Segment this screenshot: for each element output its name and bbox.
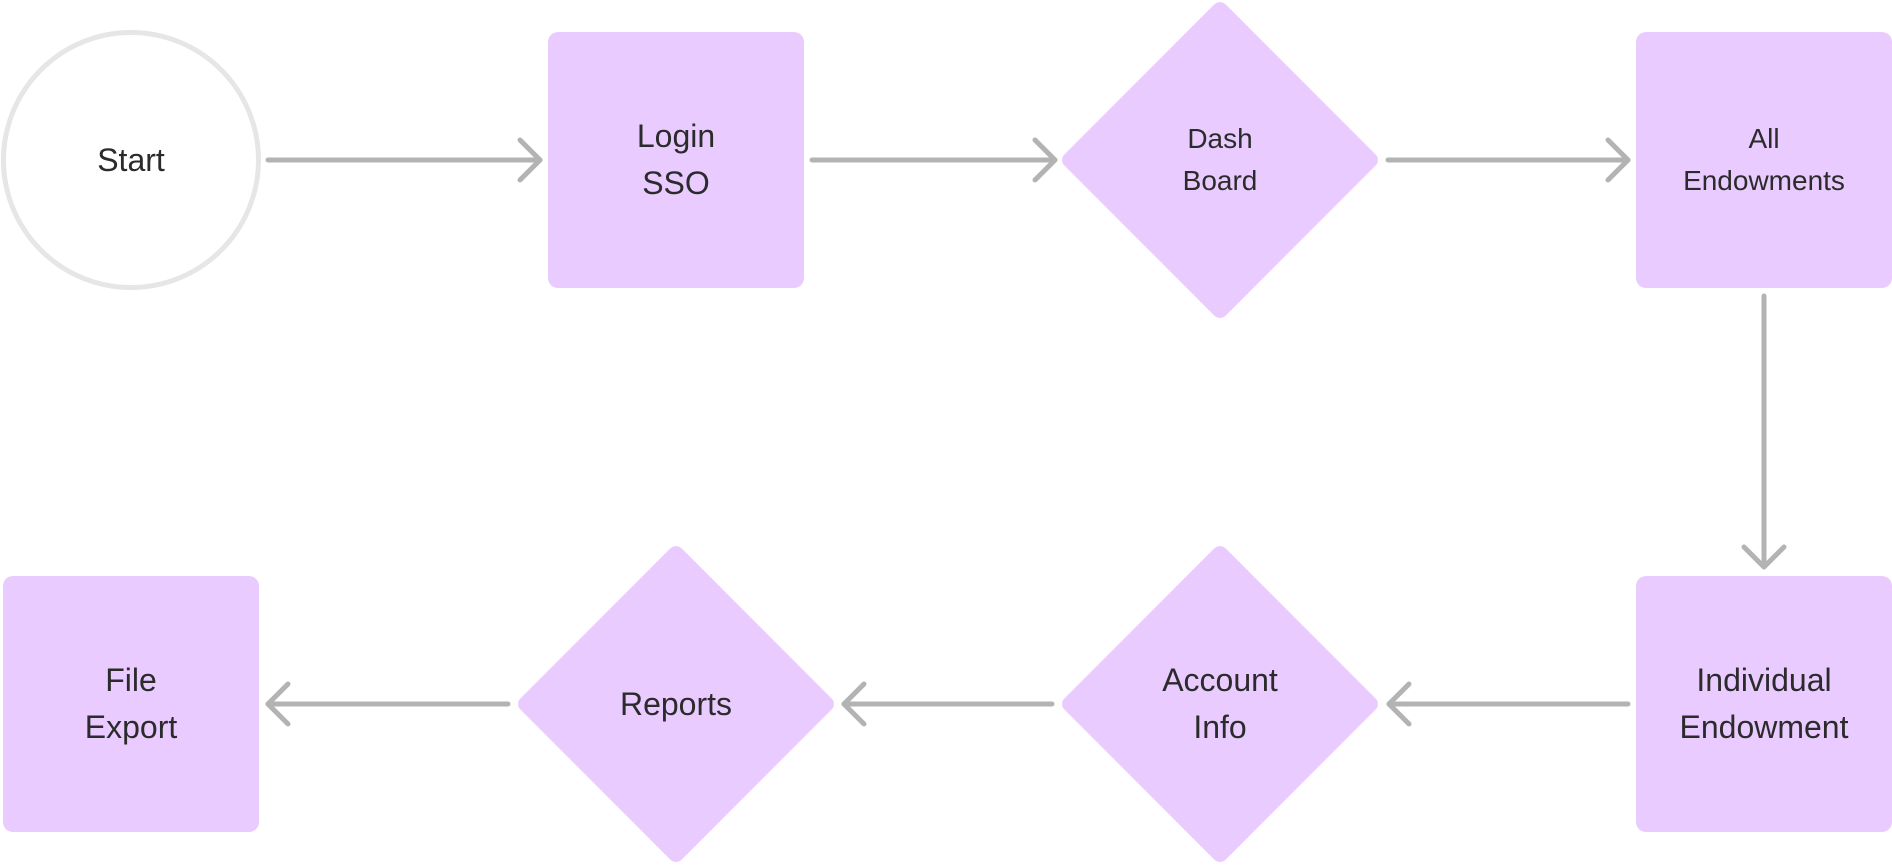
node-start-shape bbox=[1, 30, 261, 290]
arrowhead bbox=[265, 681, 291, 727]
node-label-line: Start bbox=[97, 142, 165, 178]
node-individual-endowment-shape bbox=[1636, 576, 1892, 832]
node-all-endowments-shape bbox=[1636, 32, 1892, 288]
node-label-line: Individual bbox=[1696, 662, 1832, 698]
edge-dash-board-to-all-endowments bbox=[1385, 137, 1631, 183]
edge-reports-to-file-export bbox=[265, 681, 511, 727]
edge-individual-endowment-to-account-info bbox=[1386, 681, 1631, 727]
arrowhead bbox=[1386, 681, 1412, 727]
node-label-line: Export bbox=[84, 709, 178, 745]
arrowhead bbox=[517, 137, 543, 183]
node-label-line: SSO bbox=[642, 165, 710, 201]
arrowhead bbox=[1741, 544, 1787, 570]
node-label-line: Endowments bbox=[1683, 165, 1845, 196]
node-login-sso-shape bbox=[548, 32, 804, 288]
node-file-export-shape bbox=[3, 576, 259, 832]
node-label-line: Dash bbox=[1187, 123, 1253, 154]
node-start-label: Start bbox=[1, 60, 261, 260]
node-reports-label: Reports bbox=[546, 604, 806, 804]
edge-login-sso-to-dash-board bbox=[809, 137, 1058, 183]
node-label-line: Account bbox=[1162, 662, 1278, 698]
arrowhead bbox=[1032, 137, 1058, 183]
node-label-line: File bbox=[105, 662, 157, 698]
node-label-line: Board bbox=[1182, 165, 1258, 196]
arrowhead bbox=[841, 681, 867, 727]
node-label-line: All bbox=[1748, 123, 1780, 154]
arrowhead bbox=[1605, 137, 1631, 183]
edge-account-info-to-reports bbox=[841, 681, 1055, 727]
edge-all-endowments-to-individual-endowment bbox=[1741, 293, 1787, 570]
node-label-line: Reports bbox=[619, 685, 733, 722]
node-label-line: Info bbox=[1193, 709, 1247, 745]
edge-start-to-login-sso bbox=[265, 137, 543, 183]
node-label-line: Login bbox=[636, 118, 716, 154]
node-label-line: Endowment bbox=[1679, 709, 1849, 745]
